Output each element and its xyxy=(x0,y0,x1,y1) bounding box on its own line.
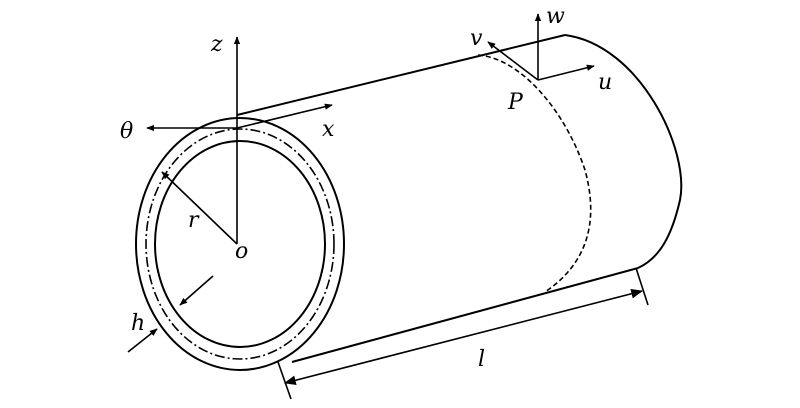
length-dimension-arrow xyxy=(283,289,644,385)
length-ext-line-right xyxy=(635,267,649,306)
u-displacement-arrow xyxy=(537,64,595,81)
length-ext-line-left xyxy=(277,361,292,400)
inner-shell-edge xyxy=(154,140,326,348)
label-v: v xyxy=(470,26,483,51)
thickness-arrow-inner xyxy=(179,275,214,306)
cross-section-dashed xyxy=(477,54,592,293)
thickness-arrow-outer xyxy=(127,328,158,353)
label-h: h xyxy=(131,311,145,336)
label-P: P xyxy=(507,90,524,115)
top-generator-line xyxy=(236,34,566,116)
label-z: z xyxy=(210,32,223,57)
radius-arrow xyxy=(161,171,238,245)
mid-surface-circle xyxy=(145,128,335,360)
outer-shell-edge xyxy=(135,117,345,371)
bottom-generator-line xyxy=(291,267,639,363)
label-r: r xyxy=(188,208,200,233)
label-u: u xyxy=(598,70,612,95)
label-x: x xyxy=(322,117,335,142)
x-axis xyxy=(236,103,333,129)
label-o: o xyxy=(235,239,248,264)
v-displacement-arrow xyxy=(487,41,539,81)
label-theta: θ xyxy=(120,119,133,144)
label-l: l xyxy=(478,347,485,372)
right-end-edge xyxy=(564,34,683,269)
label-w: w xyxy=(546,4,565,29)
